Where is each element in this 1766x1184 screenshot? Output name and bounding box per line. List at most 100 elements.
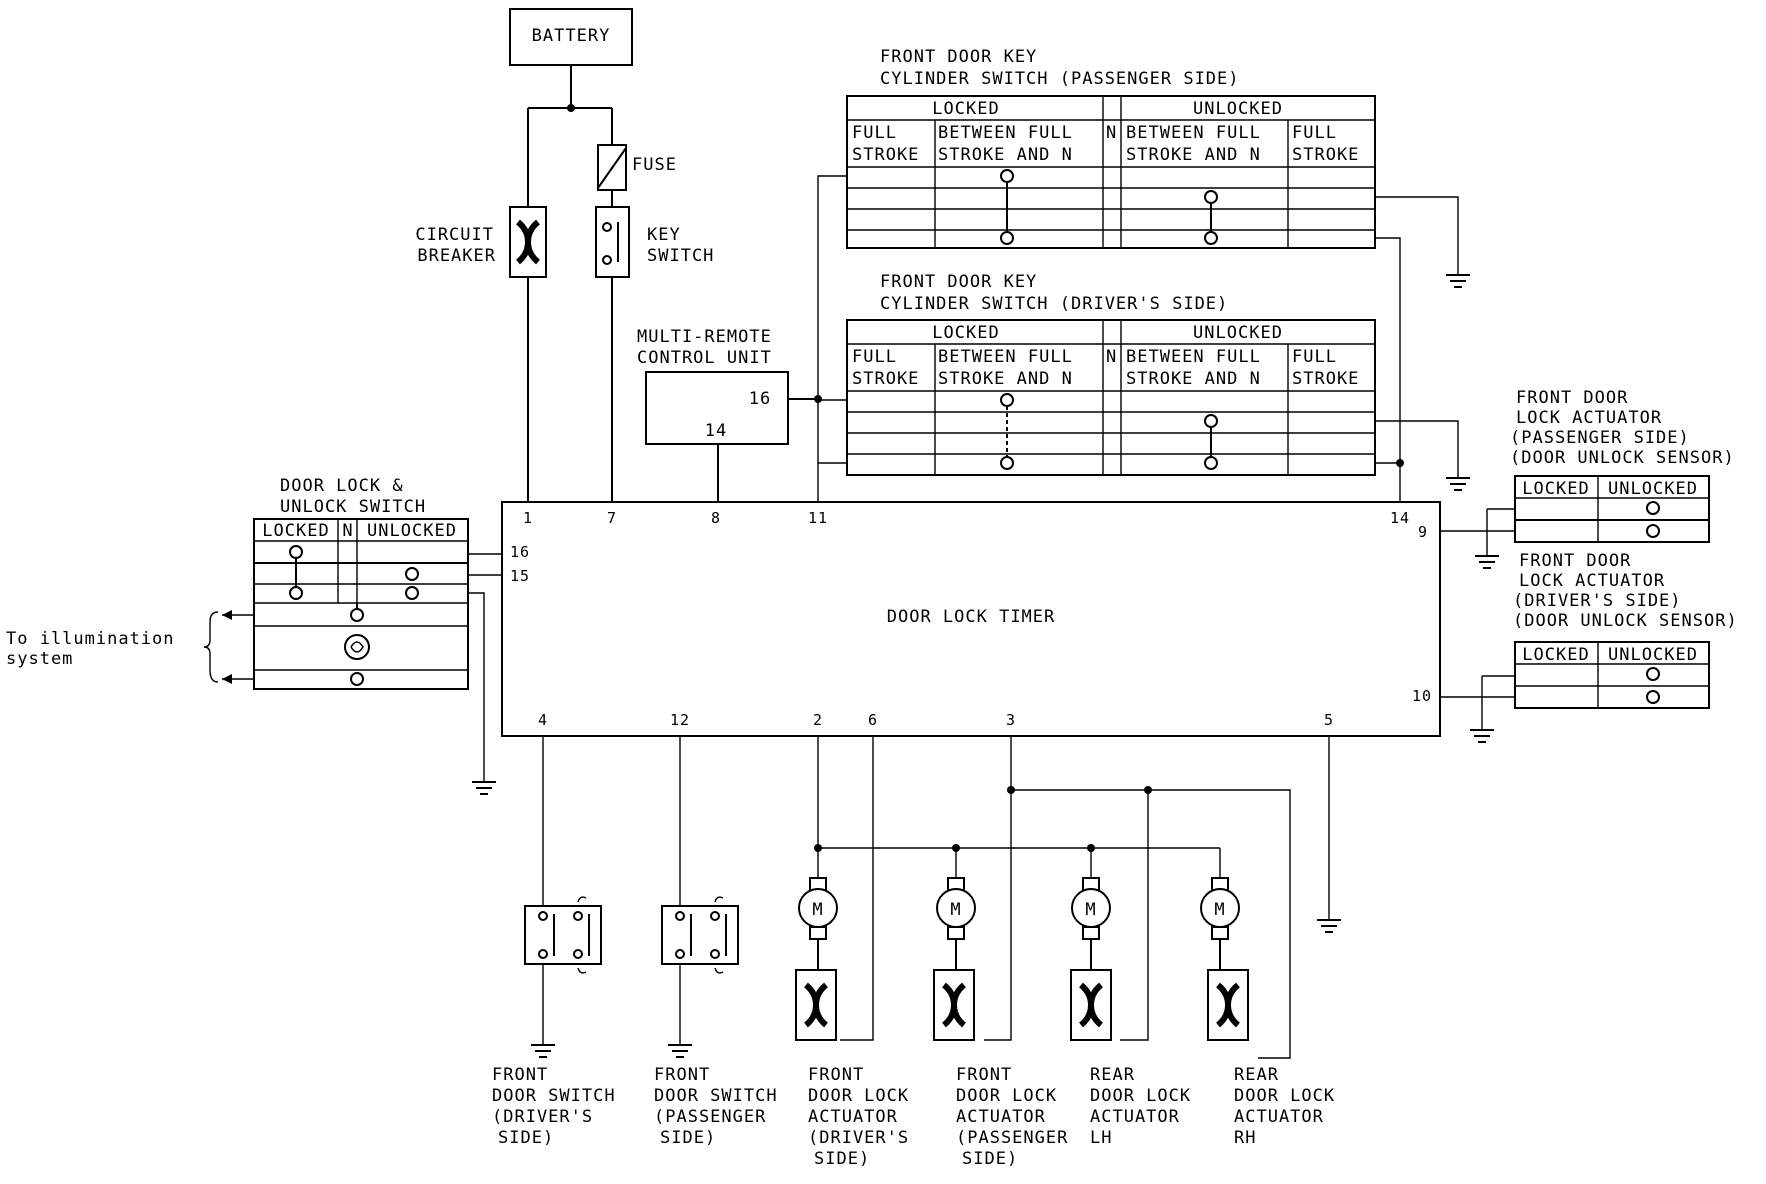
timer-pin-10: 10 — [1412, 687, 1432, 705]
sensor-drv-title-4: (DOOR UNLOCK SENSOR) — [1513, 611, 1738, 631]
ground-symbol — [1446, 477, 1470, 491]
sensor-pass-unlocked: UNLOCKED — [1608, 479, 1698, 499]
key-cyl-drv-between-u-2: STROKE AND N — [1126, 369, 1261, 389]
label-ds-pass-3: (PASSENGER — [654, 1107, 766, 1127]
timer-pin-8: 8 — [711, 509, 721, 527]
lock-unlock-n: N — [342, 521, 353, 541]
sensor-drv-title-2: LOCK ACTUATOR — [1519, 571, 1665, 591]
illumination-label-2: system — [6, 649, 73, 669]
label-actuator-driver: FRONT DOOR LOCK ACTUATOR (DRIVER'S SIDE) — [808, 1065, 908, 1169]
label-act-rlh-1: REAR — [1090, 1065, 1135, 1085]
junction-dot — [1087, 844, 1095, 852]
lock-unlock-unlocked: UNLOCKED — [367, 521, 457, 541]
battery: BATTERY — [509, 8, 633, 66]
timer-pin-16: 16 — [510, 543, 530, 561]
key-switch: KEY SWITCH — [595, 206, 714, 278]
key-cyl-drv-full-u-1: FULL — [1292, 347, 1337, 367]
ground-symbol — [1446, 274, 1470, 288]
label-act-rrh-4: RH — [1234, 1128, 1256, 1148]
key-cyl-drv-n: N — [1106, 347, 1117, 367]
key-cyl-pass-unlocked: UNLOCKED — [1193, 99, 1283, 119]
actuator-front-driver: M — [795, 877, 838, 1041]
illumination-label-1: To illumination — [6, 629, 175, 649]
key-cyl-pass-n: N — [1106, 123, 1117, 143]
timer-pin-14: 14 — [1390, 509, 1410, 527]
sensor-drv-title-1: FRONT DOOR — [1519, 551, 1631, 571]
key-cyl-pass-title-2: CYLINDER SWITCH (PASSENGER SIDE) — [880, 69, 1240, 89]
front-door-switch-passenger — [661, 896, 739, 974]
key-cylinder-switch-driver: FRONT DOOR KEY CYLINDER SWITCH (DRIVER'S… — [846, 272, 1376, 476]
timer-pin-9: 9 — [1418, 523, 1428, 541]
actuator-rear-lh: M — [1070, 877, 1112, 1041]
label-ds-pass-2: DOOR SWITCH — [654, 1086, 778, 1106]
key-switch-label-1: KEY — [647, 225, 681, 245]
key-cyl-common-wire — [817, 175, 847, 502]
ground-symbol — [668, 1044, 692, 1058]
front-door-switch-driver — [524, 896, 602, 974]
sensor-drv-unlocked: UNLOCKED — [1608, 645, 1698, 665]
label-act-pass-4: (PASSENGER — [956, 1128, 1068, 1148]
label-ds-pass-4: SIDE) — [660, 1128, 716, 1148]
motor-drv-symbol: M — [812, 900, 823, 920]
lock-unlock-ground-wire — [468, 592, 485, 782]
key-switch-label-2: SWITCH — [647, 246, 714, 266]
key-cyl-drv-between-u-1: BETWEEN FULL — [1126, 347, 1261, 367]
ground-symbol — [472, 781, 496, 795]
label-actuator-passenger: FRONT DOOR LOCK ACTUATOR (PASSENGER SIDE… — [956, 1065, 1068, 1169]
timer-pin-3: 3 — [1006, 711, 1016, 729]
timer-pin-11: 11 — [808, 509, 828, 527]
sensor-drv-locked: LOCKED — [1522, 645, 1589, 665]
ground-symbol — [1475, 555, 1499, 569]
key-cyl-pass-full-2: STROKE — [852, 145, 919, 165]
timer-pin-6: 6 — [868, 711, 878, 729]
timer-pin-5: 5 — [1324, 711, 1334, 729]
ground-symbol — [531, 1044, 555, 1058]
ground-symbol — [1317, 919, 1341, 933]
sensor-pass-locked: LOCKED — [1522, 479, 1589, 499]
label-act-drv-5: SIDE) — [814, 1149, 870, 1169]
label-act-rlh-3: ACTUATOR — [1090, 1107, 1180, 1127]
junction-dot — [952, 844, 960, 852]
timer-pin-15: 15 — [510, 567, 530, 585]
label-act-pass-3: ACTUATOR — [956, 1107, 1046, 1127]
lock-unlock-locked: LOCKED — [262, 521, 329, 541]
multi-remote-label-2: CONTROL UNIT — [637, 348, 772, 368]
key-cyl-pass-title-1: FRONT DOOR KEY — [880, 47, 1037, 67]
circuit-breaker-label-2: BREAKER — [417, 246, 496, 266]
unlock-sensor-passenger: FRONT DOOR LOCK ACTUATOR (PASSENGER SIDE… — [1510, 388, 1735, 543]
key-cyl-pass-between-1: BETWEEN FULL — [938, 123, 1073, 143]
key-cyl-pass-between-2: STROKE AND N — [938, 145, 1073, 165]
key-cyl-pass-between-u-2: STROKE AND N — [1126, 145, 1261, 165]
sensor-pass-wires — [1440, 508, 1516, 556]
key-cyl-pass-between-u-1: BETWEEN FULL — [1126, 123, 1261, 143]
label-act-pass-2: DOOR LOCK — [956, 1086, 1057, 1106]
key-cyl-pass-signal-wire — [1375, 237, 1401, 502]
label-ds-drv-2: DOOR SWITCH — [492, 1086, 616, 1106]
key-cyl-drv-full-1: FULL — [852, 347, 897, 367]
lock-unlock-title-2: UNLOCK SWITCH — [280, 497, 426, 517]
sensor-pass-title-1: FRONT DOOR — [1516, 388, 1628, 408]
actuator-rear-rh: M — [1200, 877, 1249, 1041]
fuse: FUSE — [597, 144, 677, 191]
junction-dot — [1144, 786, 1152, 794]
fuse-label: FUSE — [632, 155, 677, 175]
door-lock-timer: DOOR LOCK TIMER 1 7 8 11 14 16 15 9 10 4… — [501, 501, 1441, 737]
label-act-pass-5: SIDE) — [962, 1149, 1018, 1169]
label-ds-pass-1: FRONT — [654, 1065, 710, 1085]
label-door-switch-driver: FRONT DOOR SWITCH (DRIVER'S SIDE) — [492, 1065, 616, 1148]
key-cyl-drv-full-u-2: STROKE — [1292, 369, 1359, 389]
label-act-rlh-2: DOOR LOCK — [1090, 1086, 1191, 1106]
multi-remote-pin-16: 16 — [749, 389, 771, 409]
label-act-drv-1: FRONT — [808, 1065, 864, 1085]
junction-dot — [814, 844, 822, 852]
key-cyl-drv-unlocked: UNLOCKED — [1193, 323, 1283, 343]
timer-pin-4: 4 — [538, 711, 548, 729]
key-cyl-drv-locked: LOCKED — [932, 323, 999, 343]
label-ds-drv-1: FRONT — [492, 1065, 548, 1085]
motor-rear-rh-symbol: M — [1214, 900, 1225, 920]
key-cyl-drv-title-2: CYLINDER SWITCH (DRIVER'S SIDE) — [880, 294, 1228, 314]
key-cyl-drv-title-1: FRONT DOOR KEY — [880, 272, 1037, 292]
illumination-arrows: To illumination system — [6, 610, 254, 684]
sensor-pass-title-4: (DOOR UNLOCK SENSOR) — [1510, 448, 1735, 468]
multi-remote-pin-14: 14 — [705, 421, 727, 441]
